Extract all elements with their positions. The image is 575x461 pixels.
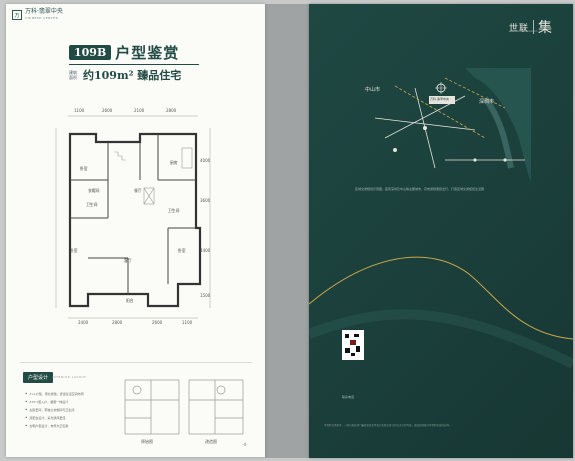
map-label-project: 万科·翡翠中央 [430, 97, 449, 101]
floor-plan: 1100 2600 2100 2800 2400 2800 2600 1100 … [48, 108, 218, 326]
floor-plan-drawing [55, 115, 211, 319]
thumbnail-drawing [124, 379, 244, 435]
dim-side-2: 3600 [200, 198, 211, 203]
room-closet: 衣帽间 [88, 188, 100, 193]
qr-code-icon [342, 330, 364, 360]
right-logo-ji: 集 [538, 20, 553, 36]
dim-side-3: 4400 [200, 248, 211, 253]
right-logo-sub: worldunion.com.cn [509, 29, 538, 33]
thumb-label-original: 原始图 [141, 439, 153, 444]
section-divider [20, 362, 252, 363]
disclaimer-text: 本资料仅供参考，一切以政府部门最终批准文件及买卖双方签订的买卖合同为准，发展商保… [324, 424, 452, 427]
right-page: 世联 集 worldunion.com.cn [309, 4, 573, 458]
area-text: 约109m² 臻品住宅 [83, 69, 182, 82]
room-balcony: 阳台 [126, 298, 134, 303]
gold-swoosh [309, 256, 573, 369]
map-label-zhongshan: 中山市 [365, 87, 381, 93]
room-kitchen: 厨房 [170, 160, 178, 165]
dim-top-2: 2600 [102, 108, 113, 113]
dim-top-4: 2800 [166, 108, 177, 113]
dim-side-1: 4000 [200, 158, 211, 163]
dim-top-3: 2100 [134, 108, 145, 113]
plan-thumbnails: 原始图 改造图 [121, 376, 247, 446]
thumb-label-modified: 改造图 [205, 439, 217, 444]
map-drawing [374, 68, 531, 182]
page-title: 户型鉴赏 [115, 44, 180, 62]
dim-bottom-4: 1100 [182, 320, 193, 325]
location-map: 中山市 深圳市 万科·翡翠中央 [355, 68, 531, 182]
spine-gap [265, 4, 309, 458]
list-item: •主卧套间，带独立衣帽间与卫生间 [25, 407, 75, 412]
room-bedroom-1: 卧室 [80, 166, 88, 171]
room-bath-1: 卫生间 [86, 202, 98, 207]
brand-name: 万科·翡翠中央 [25, 8, 63, 15]
list-item: •全明户型设计，布局方正实用 [25, 423, 69, 428]
title-divider [69, 64, 199, 65]
right-logo-name: 世联 [509, 23, 530, 34]
title-row: 109B 户型鉴赏 [69, 42, 179, 63]
dim-side-4: 1500 [200, 293, 211, 298]
logo-divider [533, 20, 535, 34]
map-caption: 区域交通规划示意图，距离深圳及中山等主要城市，高效通勤便捷出行，打造区域交通枢纽… [355, 187, 485, 191]
design-bullets: •3+1户型，南北通透，舒适生活空间布局 •270°L型入户，餐厨一体设计 •主… [25, 390, 110, 430]
room-bedroom-2: 卧室 [70, 248, 78, 253]
brand-mark-icon: 万 [12, 10, 22, 20]
unit-code-badge: 109B [69, 45, 112, 60]
room-living: 客厅 [124, 258, 132, 263]
page-number: -4- [242, 442, 248, 447]
design-sub: INTERIOR LAYOUT [52, 375, 87, 379]
dim-top-1: 1100 [74, 108, 85, 113]
dim-bottom-3: 2600 [152, 320, 163, 325]
brand-logo: 万 万科·翡翠中央 CHINESE CENTER [12, 9, 63, 21]
room-bedroom-3: 卧室 [178, 248, 186, 253]
dim-bottom-2: 2800 [112, 320, 123, 325]
list-item: •双阳台设计，采光通风更佳 [25, 415, 66, 420]
map-label-shenzhen: 深圳市 [479, 99, 495, 105]
right-logo: 世联 集 worldunion.com.cn [509, 17, 552, 37]
left-page: 万 万科·翡翠中央 CHINESE CENTER 109B 户型鉴赏 建筑面积 … [6, 4, 265, 457]
contact-label: 联系电话 [342, 395, 355, 399]
dim-bottom-1: 2400 [78, 320, 89, 325]
room-bath-2: 卫生间 [168, 208, 180, 213]
design-tag: 户型设计 [23, 372, 54, 383]
room-dining: 餐厅 [134, 188, 142, 193]
brand-sub: CHINESE CENTER [25, 16, 59, 20]
area-row: 建筑面积 约109m² 臻品住宅 [69, 67, 181, 83]
list-item: •3+1户型，南北通透，舒适生活空间布局 [25, 391, 84, 396]
area-label: 建筑面积 [69, 70, 77, 80]
list-item: •270°L型入户，餐厨一体设计 [25, 399, 69, 404]
